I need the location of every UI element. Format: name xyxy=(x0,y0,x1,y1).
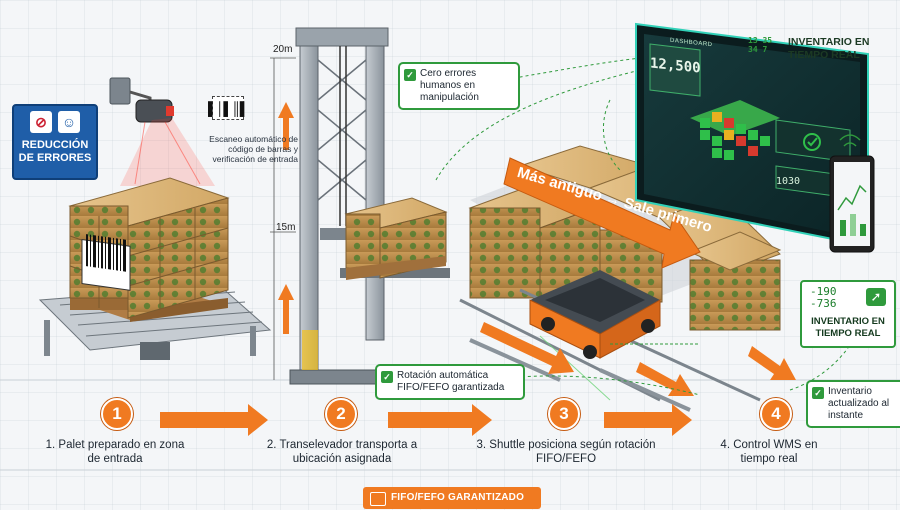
tablet-device xyxy=(829,134,875,253)
flow-arrows xyxy=(160,322,796,436)
no-person-icon: ⊘ xyxy=(30,111,52,133)
screen-small-value: 1030 xyxy=(776,176,801,187)
inventory-numbers: -190 -736 xyxy=(810,285,837,310)
stacker-crane xyxy=(270,27,450,385)
zero-errors-text: Cero errores humanos en manipulación xyxy=(420,68,479,103)
rotation-text: Rotación automática FIFO/FEFO garantizad… xyxy=(397,370,505,393)
step-text-4: 4. Control WMS en tiempo real xyxy=(720,439,818,465)
inventory-updated-note: ✓ Inventario actualizado al instante xyxy=(806,380,900,428)
inventory-updated-text: Inventario actualizado al instante xyxy=(828,386,890,421)
step-text-2: 2. Transelevador transporta a ubicación … xyxy=(266,439,418,465)
inventory-box-text: INVENTARIO EN TIEMPO REAL xyxy=(811,316,885,339)
step-text-3: 3. Shuttle posiciona según rotación FIFO… xyxy=(476,439,656,465)
inventory-top-text: INVENTARIO EN TIEMPO REAL xyxy=(788,36,870,61)
barcode-icon: ▌│▌║▌ xyxy=(208,96,249,120)
check-icon: ✓ xyxy=(381,371,393,383)
inventory-box: -190 -736 ➚ INVENTARIO EN TIEMPO REAL xyxy=(800,280,896,348)
height-15m: 15m xyxy=(276,222,296,233)
robot-icon: ☺ xyxy=(58,111,80,133)
banner-text: FIFO/FEFO GARANTIZADO xyxy=(391,492,525,503)
step-text-1: 1. Palet preparado en zona de entrada xyxy=(45,439,185,465)
check-icon: ✓ xyxy=(404,69,416,81)
pallet-step1 xyxy=(68,177,230,322)
inventory-top-label: 13 35 34 7 INVENTARIO EN TIEMPO REAL xyxy=(748,34,888,66)
fifo-guaranteed-banner: FIFO/FEFO GARANTIZADO xyxy=(363,487,541,509)
step-number-3: 3 xyxy=(548,398,580,430)
error-reduction-label: REDUCCIÓN DE ERRORES xyxy=(18,139,92,164)
step-number-2: 2 xyxy=(325,398,357,430)
error-reduction-badge: ⊘ ☺ REDUCCIÓN DE ERRORES xyxy=(12,104,98,180)
scan-description: Escaneo automático de código de barras y… xyxy=(209,134,298,164)
step-number-1: 1 xyxy=(101,398,133,430)
check-icon: ✓ xyxy=(812,387,824,399)
barcode-scanner xyxy=(109,77,215,186)
zero-errors-note: ✓ Cero errores humanos en manipulación xyxy=(398,62,520,110)
shuttle xyxy=(529,270,700,401)
step-number-4: 4 xyxy=(760,398,792,430)
height-20m: 20m xyxy=(273,44,293,55)
wms-monitor xyxy=(635,22,869,248)
rotation-note: ✓ Rotación automática FIFO/FEFO garantiz… xyxy=(375,364,525,400)
calendar-icon xyxy=(370,492,386,506)
digits-icon: 13 35 34 7 xyxy=(748,36,773,54)
trend-arrow-icon: ➚ xyxy=(866,288,886,306)
